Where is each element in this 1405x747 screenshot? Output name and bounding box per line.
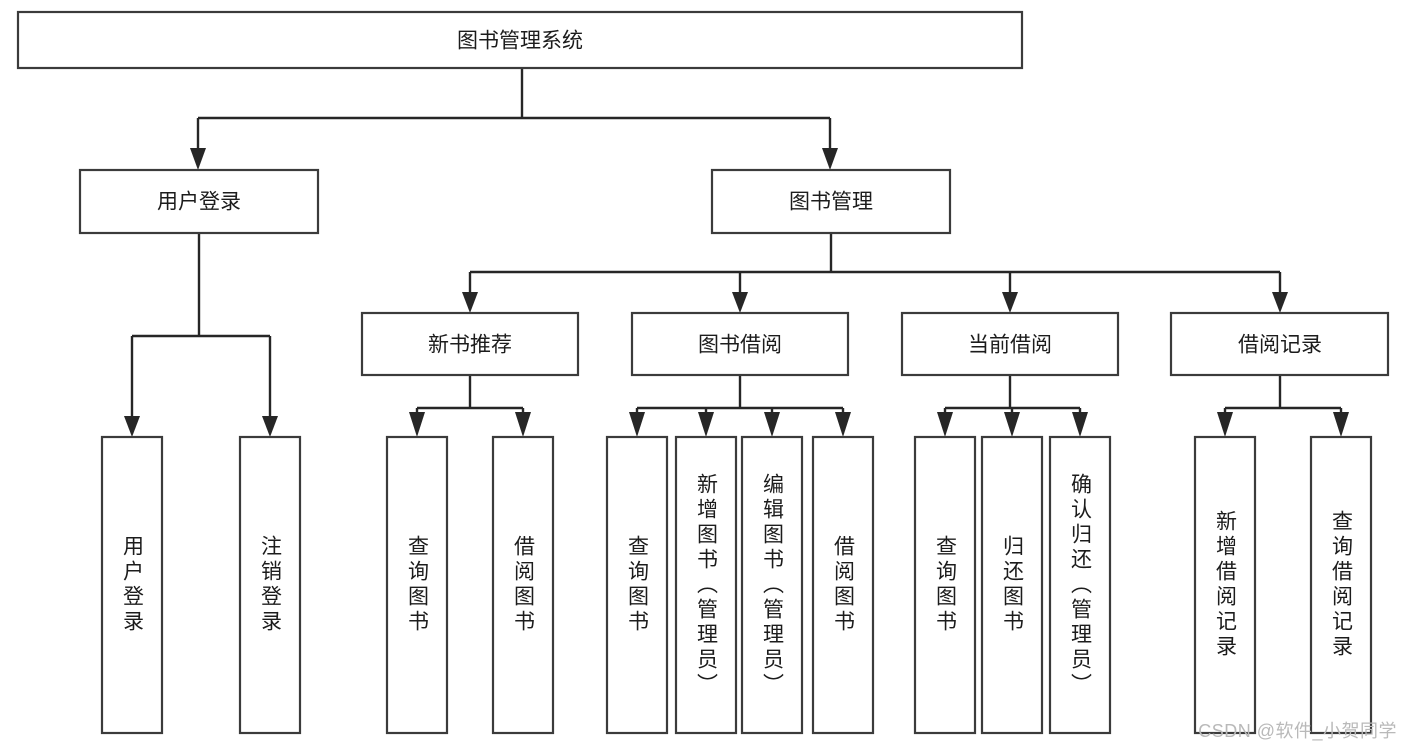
node-root[interactable]: 图书管理系统	[16, 10, 1024, 70]
node-current-borrow-box[interactable]	[900, 311, 1120, 377]
arrow-to-borrow-record	[1272, 292, 1288, 313]
arrow-borrow-record-leaf1	[1217, 412, 1233, 437]
node-root-label: 图书管理系统	[457, 30, 583, 53]
leaf-box-current-borrow-3[interactable]	[1048, 435, 1112, 735]
connectors-user-login-to-leaves	[124, 233, 278, 437]
arrow-book-borrow-leaf2	[698, 412, 714, 437]
leaf-box-new-book-1[interactable]	[385, 435, 449, 735]
arrow-new-book-leaf1	[409, 412, 425, 437]
leaf-box-borrow-record-1[interactable]	[1193, 435, 1257, 735]
leaf-box-user-login-1[interactable]	[100, 435, 164, 735]
arrow-current-borrow-leaf2	[1004, 412, 1020, 437]
arrow-to-current-borrow	[1002, 292, 1018, 313]
connectors-current-borrow-to-leaves	[937, 375, 1088, 437]
node-current-borrow-label: 当前借阅	[968, 334, 1052, 357]
node-user-login-box[interactable]	[78, 168, 320, 235]
leaf-box-borrow-record-2[interactable]	[1309, 435, 1373, 735]
node-book-borrow-box[interactable]	[630, 311, 850, 377]
arrow-to-book-mgmt	[822, 148, 838, 170]
connectors-new-book-to-leaves	[409, 375, 531, 437]
node-user-login-label: 用户登录	[157, 191, 241, 214]
leaf-box-book-borrow-3[interactable]	[740, 435, 804, 735]
arrow-book-borrow-leaf4	[835, 412, 851, 437]
arrow-current-borrow-leaf3	[1072, 412, 1088, 437]
arrow-borrow-record-leaf2	[1333, 412, 1349, 437]
arrow-to-new-book	[462, 292, 478, 313]
node-book-mgmt-label: 图书管理	[789, 191, 873, 214]
node-book-borrow-label: 图书借阅	[698, 334, 782, 357]
leaf-box-new-book-2[interactable]	[491, 435, 555, 735]
leaf-box-current-borrow-2[interactable]	[980, 435, 1044, 735]
leaf-box-book-borrow-4[interactable]	[811, 435, 875, 735]
leaf-box-current-borrow-1[interactable]	[913, 435, 977, 735]
arrow-user-login-leaf1	[124, 416, 140, 437]
connectors-borrow-record-to-leaves	[1217, 375, 1349, 437]
leaf-box-book-borrow-2[interactable]	[674, 435, 738, 735]
node-book-mgmt-box[interactable]	[710, 168, 952, 235]
arrow-book-borrow-leaf1	[629, 412, 645, 437]
node-book-mgmt[interactable]: 图书管理	[710, 168, 952, 235]
node-new-book-recommend-label: 新书推荐	[428, 334, 512, 357]
node-new-book-recommend-box[interactable]	[360, 311, 580, 377]
arrow-current-borrow-leaf1	[937, 412, 953, 437]
arrow-to-user-login	[190, 148, 206, 170]
node-borrow-record-box[interactable]	[1169, 311, 1390, 377]
leaf-box-book-borrow-1[interactable]	[605, 435, 669, 735]
node-current-borrow[interactable]: 当前借阅	[900, 311, 1120, 377]
node-root-box[interactable]	[16, 10, 1024, 70]
node-user-login[interactable]: 用户登录	[78, 168, 320, 235]
connectors-root-to-level2	[190, 68, 838, 170]
connectors-book-mgmt-to-level3	[462, 233, 1288, 313]
arrow-to-book-borrow	[732, 292, 748, 313]
leaf-box-user-login-2[interactable]	[238, 435, 302, 735]
node-borrow-record-label: 借阅记录	[1238, 334, 1322, 357]
arrow-user-login-leaf2	[262, 416, 278, 437]
node-borrow-record[interactable]: 借阅记录	[1169, 311, 1390, 377]
node-book-borrow[interactable]: 图书借阅	[630, 311, 850, 377]
arrow-book-borrow-leaf3	[764, 412, 780, 437]
node-new-book-recommend[interactable]: 新书推荐	[360, 311, 580, 377]
csdn-watermark: CSDN @软件_小贺同学	[1198, 721, 1397, 741]
connectors-book-borrow-to-leaves	[629, 375, 851, 437]
arrow-new-book-leaf2	[515, 412, 531, 437]
